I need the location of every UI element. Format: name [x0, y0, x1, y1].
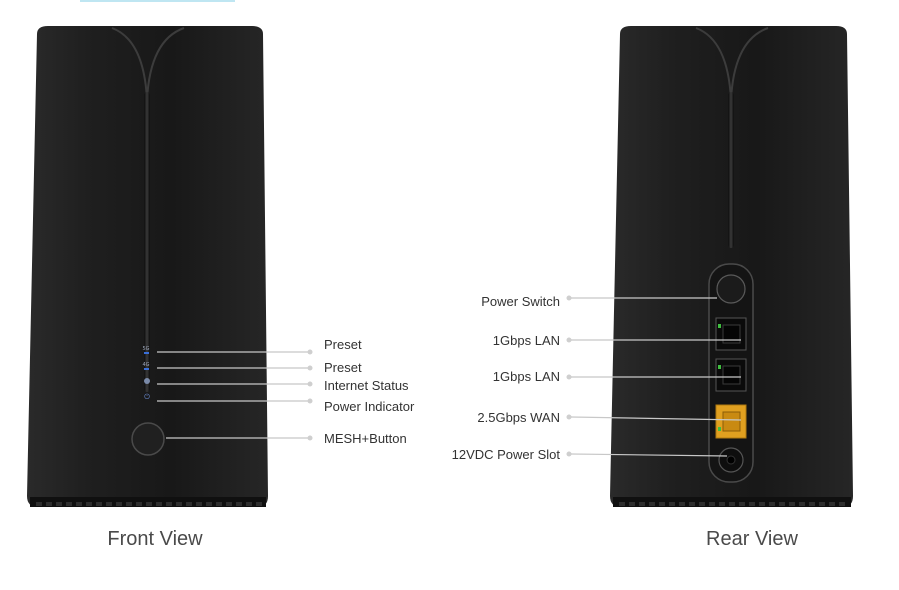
base-vent-slot	[126, 502, 132, 506]
rear-base-vents	[619, 502, 845, 506]
base-vent-slot	[799, 502, 805, 506]
base-vent-slot	[679, 502, 685, 506]
base-vent-slot	[146, 502, 152, 506]
base-vent-slot	[709, 502, 715, 506]
base-vent-slot	[829, 502, 835, 506]
base-vent-slot	[76, 502, 82, 506]
base-vent-slot	[106, 502, 112, 506]
base-vent-slot	[809, 502, 815, 506]
base-vent-slot	[246, 502, 252, 506]
lan-2-led	[718, 365, 721, 369]
dc-power-jack-pin	[726, 455, 736, 465]
base-vent-slot	[839, 502, 845, 506]
base-vent-slot	[779, 502, 785, 506]
front-light-bar	[144, 92, 150, 392]
label-mesh-button: MESH+Button	[324, 431, 407, 446]
base-vent-slot	[619, 502, 625, 506]
base-vent-slot	[116, 502, 122, 506]
base-vent-slot	[196, 502, 202, 506]
label-power-switch: Power Switch	[481, 294, 560, 309]
leader-dot	[566, 295, 572, 301]
led-mark-top: 5G	[142, 346, 149, 352]
leader-dot	[307, 365, 313, 371]
base-vent-slot	[639, 502, 645, 506]
front-base-vents	[36, 502, 262, 506]
internet-globe-icon	[144, 378, 150, 384]
leader-dot	[566, 337, 572, 343]
label-lan-2: 1Gbps LAN	[493, 369, 560, 384]
base-vent-slot	[769, 502, 775, 506]
label-preset-1: Preset	[324, 337, 362, 352]
base-vent-slot	[689, 502, 695, 506]
leader-dot	[566, 374, 572, 380]
base-vent-slot	[669, 502, 675, 506]
leader-dot	[307, 398, 313, 404]
base-vent-slot	[56, 502, 62, 506]
base-vent-slot	[759, 502, 765, 506]
lan-port-2-socket	[722, 365, 741, 385]
preset-led-2	[144, 368, 149, 370]
base-vent-slot	[659, 502, 665, 506]
top-accent-line	[80, 0, 235, 2]
leader-dot	[307, 349, 313, 355]
leader-wan	[570, 416, 742, 421]
base-vent-slot	[216, 502, 222, 506]
label-lan-1: 1Gbps LAN	[493, 333, 560, 348]
lan-1-led	[718, 324, 721, 328]
leader-power-slot	[570, 453, 728, 457]
base-vent-slot	[136, 502, 142, 506]
leader-dot	[307, 381, 313, 387]
base-vent-slot	[86, 502, 92, 506]
rear-router	[610, 26, 853, 507]
label-power-indicator: Power Indicator	[324, 399, 415, 414]
base-vent-slot	[166, 502, 172, 506]
mesh-button[interactable]	[131, 422, 165, 456]
base-vent-slot	[649, 502, 655, 506]
base-vent-slot	[719, 502, 725, 506]
leader-dot	[566, 414, 572, 420]
leader-dot	[566, 451, 572, 457]
base-vent-slot	[729, 502, 735, 506]
base-vent-slot	[66, 502, 72, 506]
led-mark-second: 4G	[142, 362, 149, 368]
base-vent-slot	[789, 502, 795, 506]
base-vent-slot	[206, 502, 212, 506]
label-power-slot: 12VDC Power Slot	[452, 447, 561, 462]
base-vent-slot	[186, 502, 192, 506]
preset-led-1	[144, 352, 149, 354]
rear-groove	[728, 92, 734, 248]
label-preset-2: Preset	[324, 360, 362, 375]
front-router: 5G 4G ⏻	[27, 26, 268, 507]
base-vent-slot	[46, 502, 52, 506]
caption-rear-view: Rear View	[706, 528, 798, 550]
label-internet-status: Internet Status	[324, 378, 409, 393]
base-vent-slot	[36, 502, 42, 506]
rear-leaders	[566, 295, 742, 457]
base-vent-slot	[749, 502, 755, 506]
base-vent-slot	[236, 502, 242, 506]
base-vent-slot	[176, 502, 182, 506]
power-switch[interactable]	[716, 274, 746, 304]
lan-port-1-socket	[722, 324, 741, 344]
base-vent-slot	[96, 502, 102, 506]
base-vent-slot	[156, 502, 162, 506]
power-symbol-icon: ⏻	[144, 393, 150, 401]
base-vent-slot	[256, 502, 262, 506]
base-vent-slot	[226, 502, 232, 506]
wan-led	[718, 427, 721, 431]
base-vent-slot	[629, 502, 635, 506]
base-vent-slot	[819, 502, 825, 506]
label-wan: 2.5Gbps WAN	[477, 410, 560, 425]
leader-dot	[307, 435, 313, 441]
wan-port-socket	[722, 411, 741, 432]
caption-front-view: Front View	[107, 528, 203, 550]
front-leaders	[157, 349, 313, 441]
base-vent-slot	[699, 502, 705, 506]
base-vent-slot	[739, 502, 745, 506]
